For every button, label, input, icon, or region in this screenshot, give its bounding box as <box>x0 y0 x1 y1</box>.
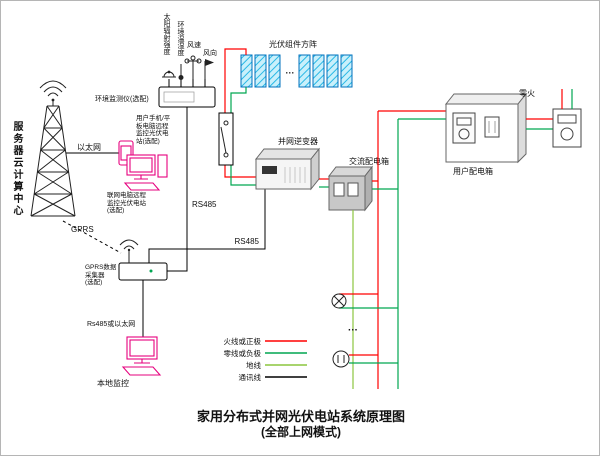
user-box-label: 用户配电箱 <box>453 166 493 176</box>
legend-label-ground: 地线 <box>246 360 261 370</box>
phone-remote-note: 用户手机/平 板电脑远程 监控光伏电 站(选配) <box>136 115 171 145</box>
env-monitor-label: 环境监测仪(选配) <box>95 94 149 103</box>
inverter-label: 并网逆变器 <box>278 136 318 146</box>
gprs-wireless-line <box>62 220 122 254</box>
diagram-title: 家用分布式并网光伏电站系统原理图 <box>197 409 405 424</box>
dc-positive-wire-out <box>224 165 256 178</box>
env-monitor-rs485-line <box>167 107 188 272</box>
sensor-icons <box>162 55 214 80</box>
gprs-collector-box <box>118 239 168 281</box>
dc-switch-box <box>218 112 234 166</box>
radio-tower <box>30 80 76 217</box>
socket-load <box>332 350 398 368</box>
pv-module <box>254 54 267 88</box>
dc-wiring <box>224 48 256 186</box>
comm-lines <box>62 79 266 337</box>
antenna-icon <box>119 239 139 250</box>
lamp-load <box>331 293 398 309</box>
pv-module <box>240 54 253 88</box>
socket-icon <box>332 350 350 368</box>
neutral-live-label: 零火 <box>519 89 535 98</box>
gprs-label: GPRS <box>71 225 94 234</box>
energy-meter-icon <box>452 112 476 144</box>
breaker-icon <box>484 116 500 138</box>
solar-radiation-label: 太阳辐射强度 <box>163 13 170 55</box>
sensor-stub-lines <box>168 79 206 87</box>
live-riser <box>372 110 446 389</box>
legend-label-neutral: 零线或负极 <box>224 348 262 358</box>
inverter-box <box>254 147 321 191</box>
server-cloud-label: 服务器云计算中心 <box>11 121 22 217</box>
breaker <box>347 182 359 197</box>
loads-ellipsis: ··· <box>348 325 358 336</box>
legend-label-live: 火线或正极 <box>224 336 262 346</box>
ac-box-label: 交流配电箱 <box>349 156 389 166</box>
wind-speed-label: 风速 <box>187 41 201 49</box>
wifi-signal-icon <box>39 80 67 102</box>
neutral-riser <box>372 118 446 389</box>
temp-humidity-label: 环境温湿度 <box>177 21 184 56</box>
rs485-inv-label: RS485 <box>235 237 260 246</box>
lamp-icon <box>331 293 347 309</box>
gprs-collector-label: GPRS数据 采集器 (选配) <box>85 264 117 286</box>
wind-vane-icon <box>204 59 214 79</box>
rs485-env-label: RS485 <box>192 200 217 209</box>
local-computer-icon <box>121 336 162 376</box>
ac-distribution-box <box>327 165 374 212</box>
ac-risers <box>352 110 446 389</box>
anemometer-icon <box>184 55 202 79</box>
pv-module <box>326 54 339 88</box>
pv-module <box>312 54 325 88</box>
wire-legend: 火线或正极 零线或负极 地线 通讯线 <box>224 336 307 382</box>
user-distribution-box <box>444 92 528 164</box>
external-meter-icon <box>552 108 582 148</box>
pv-array-label: 光伏组件方阵 <box>269 39 317 49</box>
breaker <box>333 182 345 197</box>
wind-direction-label: 风向 <box>203 48 217 57</box>
inverter-rs485-line <box>148 189 266 263</box>
diagram-subtitle: (全部上网模式) <box>261 424 341 439</box>
pv-ellipsis: ··· <box>286 68 295 78</box>
legend-label-comm: 通讯线 <box>239 372 262 382</box>
pc-tower-icon <box>157 154 168 178</box>
inverter-display <box>262 166 277 174</box>
pv-module <box>268 54 281 88</box>
pv-module <box>298 54 311 88</box>
pv-array: ··· <box>240 54 353 88</box>
thermometer-icon <box>178 64 184 80</box>
pyranometer-icon <box>162 70 176 78</box>
pv-module <box>340 54 353 88</box>
networked-computer-icon <box>123 154 168 191</box>
env-monitor-box <box>158 86 216 108</box>
dc-positive-wire <box>224 48 247 113</box>
dc-negative-wire <box>230 87 247 113</box>
rs485-ethernet-label: Rs485或以太网 <box>87 319 135 328</box>
status-led <box>149 269 153 273</box>
local-monitor-label: 本地监控 <box>97 378 129 388</box>
dc-negative-wire-out <box>230 165 256 186</box>
ethernet-label: 以太网 <box>77 142 101 152</box>
pc-remote-note: 联网电脑远程 监控光伏电站 (选配) <box>107 192 146 214</box>
